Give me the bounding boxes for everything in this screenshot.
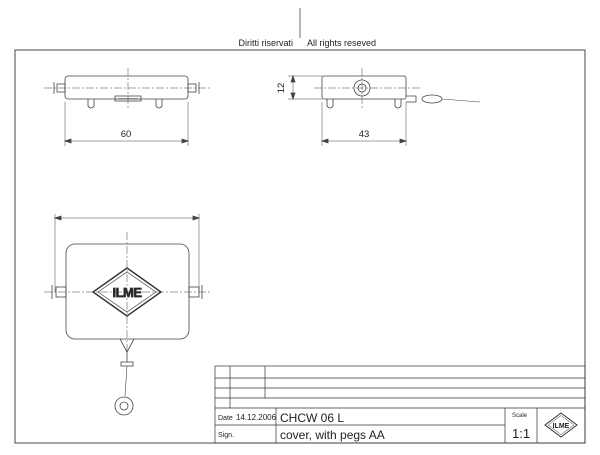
rights-italian: Diritti riservati xyxy=(238,38,293,48)
drawing-code: CHCW 06 L xyxy=(280,411,344,425)
dim-height-12: 12 xyxy=(276,83,287,94)
scale-value: 1:1 xyxy=(512,426,530,441)
rights-english: All rights reseved xyxy=(307,38,376,48)
ilme-logo-large: ILME xyxy=(91,267,163,317)
top-view-right xyxy=(288,68,481,146)
date-value: 14.12.2006 xyxy=(236,413,277,422)
drawing-description: cover, with pegs AA xyxy=(280,428,385,442)
logo-small-text: ILME xyxy=(553,423,570,430)
top-view-left xyxy=(44,68,210,146)
dim-width-43: 43 xyxy=(359,129,370,140)
dim-width-60: 60 xyxy=(121,129,132,140)
logo-brand-text: ILME xyxy=(112,285,142,300)
scale-label: Scale xyxy=(512,413,528,419)
sign-label: Sign. xyxy=(218,432,234,439)
title-block xyxy=(214,365,586,444)
sheet-frame xyxy=(14,49,586,444)
date-label: Date xyxy=(218,415,233,422)
ilme-logo-small: ILME xyxy=(544,412,578,438)
front-view xyxy=(44,214,212,416)
